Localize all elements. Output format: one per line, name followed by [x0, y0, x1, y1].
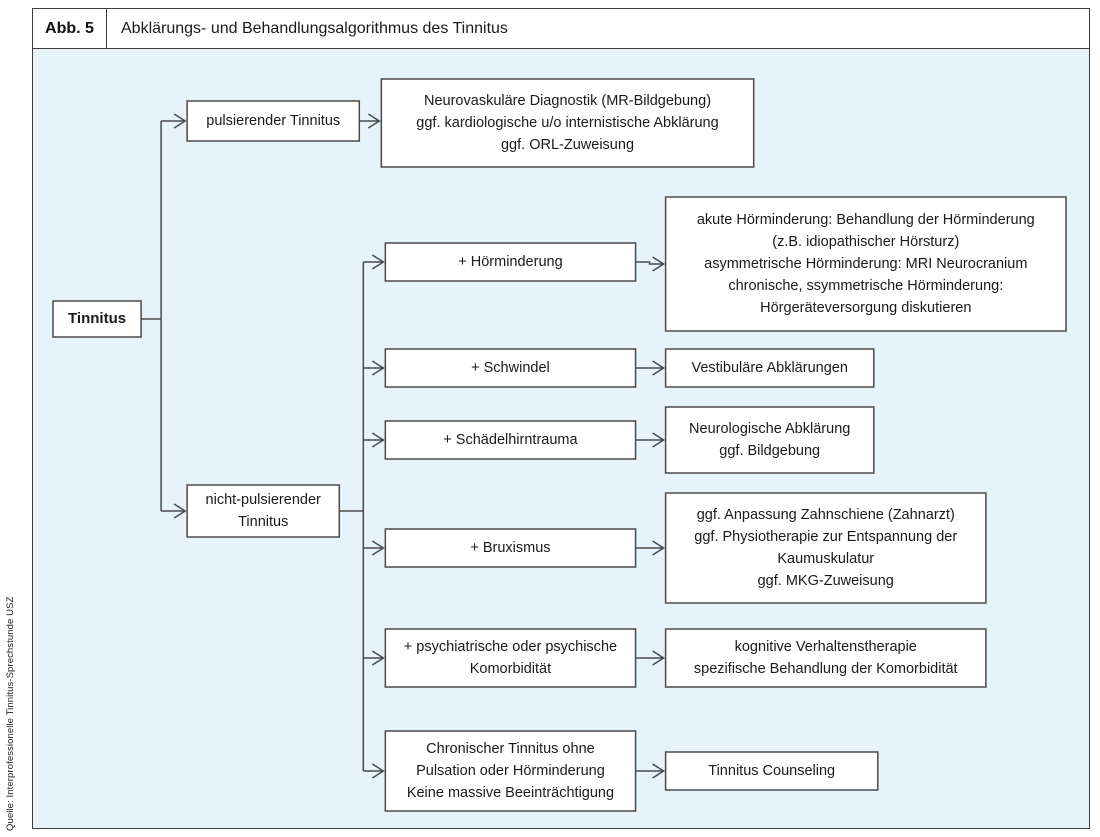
- node-label-psychiatrische-komorbiditaet-condition: Komorbidität: [470, 661, 551, 677]
- node-label-hoerminderung-outcome: Hörgeräteversorgung diskutieren: [760, 300, 971, 316]
- node-box-schaedelhirntrauma-condition: [384, 420, 637, 460]
- node-label-hoerminderung-condition: + Hörminderung: [458, 254, 562, 270]
- node-box-schwindel-outcome: [664, 348, 875, 388]
- node-tinnitus-root: Tinnitus: [52, 300, 142, 338]
- arrow-head-psychiatrische-komorbiditaet-condition: [371, 650, 385, 666]
- node-label-pulsierender-tinnitus: pulsierender Tinnitus: [206, 113, 340, 129]
- node-hoerminderung-outcome: akute Hörminderung: Behandlung der Hörmi…: [664, 196, 1067, 332]
- node-chronischer-tinnitus-outcome: Tinnitus Counseling: [664, 751, 879, 791]
- arrow-head-bruxismus-outcome: [652, 540, 665, 556]
- node-schwindel-condition: + Schwindel: [384, 348, 637, 388]
- node-schaedelhirntrauma-condition: + Schädelhirntrauma: [384, 420, 637, 460]
- node-label-bruxismus-outcome: ggf. MKG-Zuweisung: [758, 573, 894, 589]
- node-psychiatrische-komorbiditaet-outcome: kognitive Verhaltenstherapie spezifische …: [664, 628, 987, 688]
- arrow-head-pulsatile-outcome: [367, 113, 381, 129]
- node-box-psychiatrische-komorbiditaet-condition: [384, 628, 637, 688]
- figure-number: Abb. 5: [33, 9, 107, 48]
- node-label-neurovaskulaere-diagnostik: Neurovaskuläre Diagnostik (MR-Bildgebung…: [424, 93, 711, 109]
- arrow-head-schwindel-condition: [371, 360, 385, 376]
- node-box-schwindel-condition: [384, 348, 637, 388]
- source-credit: Quelle: Interprofessionelle Tinnitus-Spr…: [0, 0, 24, 837]
- node-bruxismus-condition: + Bruxismus: [384, 528, 637, 568]
- node-label-nicht-pulsierender-tinnitus: nicht-pulsierender: [206, 492, 321, 508]
- node-label-bruxismus-outcome: ggf. Anpassung Zahnschiene (Zahnarzt): [697, 507, 955, 523]
- figure-title-bar: Abb. 5 Abklärungs- und Behandlungsalgori…: [33, 9, 1089, 49]
- node-box-bruxismus-condition: [384, 528, 637, 568]
- node-box-psychiatrische-komorbiditaet-outcome: [664, 628, 987, 688]
- figure-frame: Abb. 5 Abklärungs- und Behandlungsalgori…: [32, 8, 1090, 829]
- node-label-chronischer-tinnitus-condition: Keine massive Beeinträchtigung: [407, 785, 614, 801]
- node-box-tinnitus-root: [52, 300, 142, 338]
- node-label-psychiatrische-komorbiditaet-condition: + psychiatrische oder psychische: [404, 639, 617, 655]
- node-box-schaedelhirntrauma-outcome: [664, 406, 875, 474]
- flowchart-svg: Tinnitus pulsierender Tinnitus nicht-pulsi…: [52, 78, 1067, 812]
- node-label-nicht-pulsierender-tinnitus: Tinnitus: [238, 514, 288, 530]
- node-box-neurovaskulaere-diagnostik: [380, 78, 755, 168]
- node-label-psychiatrische-komorbiditaet-outcome: kognitive Verhaltenstherapie: [735, 639, 917, 655]
- node-label-hoerminderung-outcome: akute Hörminderung: Behandlung der Hörmi…: [697, 212, 1035, 228]
- arrow-head-schaedelhirntrauma-condition: [371, 432, 385, 448]
- arrow-head-pulsatile: [173, 113, 187, 129]
- node-label-schaedelhirntrauma-condition: + Schädelhirntrauma: [443, 432, 578, 448]
- node-hoerminderung-condition: + Hörminderung: [384, 242, 637, 282]
- arrow-head-psychiatrische-komorbiditaet-outcome: [652, 650, 665, 666]
- node-schwindel-outcome: Vestibuläre Abklärungen: [664, 348, 875, 388]
- node-label-psychiatrische-komorbiditaet-outcome: spezifische Behandlung der Komorbidität: [694, 661, 958, 677]
- node-label-schaedelhirntrauma-outcome: Neurologische Abklärung: [689, 421, 850, 437]
- figure-canvas: Tinnitus pulsierender Tinnitus nicht-pulsi…: [33, 49, 1089, 828]
- node-psychiatrische-komorbiditaet-condition: + psychiatrische oder psychischeKomorbid…: [384, 628, 637, 688]
- node-box-bruxismus-outcome: [664, 492, 987, 604]
- node-schaedelhirntrauma-outcome: Neurologische Abklärung ggf. Bildgebung: [664, 406, 875, 474]
- node-label-neurovaskulaere-diagnostik: ggf. kardiologische u/o internistische A…: [416, 115, 718, 131]
- node-label-chronischer-tinnitus-outcome: Tinnitus Counseling: [708, 763, 835, 779]
- node-box-chronischer-tinnitus-outcome: [664, 751, 879, 791]
- node-label-bruxismus-condition: + Bruxismus: [470, 540, 550, 556]
- node-bruxismus-outcome: ggf. Anpassung Zahnschiene (Zahnarzt) ggf…: [664, 492, 987, 604]
- node-label-hoerminderung-outcome: (z.B. idiopathischer Hörsturz): [772, 234, 959, 250]
- node-label-hoerminderung-outcome: chronische, ssymmetrische Hörminderung:: [728, 278, 1003, 294]
- arrow-head-nonpulsatile: [173, 503, 187, 519]
- node-label-chronischer-tinnitus-condition: Pulsation oder Hörminderung: [416, 763, 605, 779]
- edge-hoerminderung-to-outcome: [635, 261, 664, 265]
- node-box-chronischer-tinnitus-condition: [384, 730, 637, 812]
- node-label-schwindel-condition: + Schwindel: [471, 360, 550, 376]
- node-box-hoerminderung-condition: [384, 242, 637, 282]
- node-label-bruxismus-outcome: Kaumuskulatur: [777, 551, 874, 567]
- node-pulsierender-tinnitus: pulsierender Tinnitus: [186, 100, 361, 142]
- arrow-head-chronischer-tinnitus-condition: [371, 763, 385, 779]
- arrow-head-hoerminderung-outcome: [652, 256, 665, 272]
- source-credit-text: Quelle: Interprofessionelle Tinnitus-Spr…: [5, 596, 16, 831]
- node-label-hoerminderung-outcome: asymmetrische Hörminderung: MRI Neurocra…: [704, 256, 1027, 272]
- arrow-head-schwindel-outcome: [652, 360, 665, 376]
- node-neurovaskulaere-diagnostik: Neurovaskuläre Diagnostik (MR-Bildgebung…: [380, 78, 755, 168]
- node-box-pulsierender-tinnitus: [186, 100, 361, 142]
- node-label-tinnitus-root: Tinnitus: [68, 310, 126, 327]
- figure-title: Abklärungs- und Behandlungsalgorithmus d…: [121, 19, 508, 37]
- node-label-schaedelhirntrauma-outcome: ggf. Bildgebung: [719, 443, 820, 459]
- node-box-nicht-pulsierender-tinnitus: [186, 484, 341, 538]
- node-label-bruxismus-outcome: ggf. Physiotherapie zur Entspannung der: [694, 529, 957, 545]
- arrow-head-schaedelhirntrauma-outcome: [652, 432, 665, 448]
- node-label-chronischer-tinnitus-condition: Chronischer Tinnitus ohne: [426, 741, 595, 757]
- arrow-head-chronischer-tinnitus-outcome: [652, 763, 665, 779]
- node-label-neurovaskulaere-diagnostik: ggf. ORL-Zuweisung: [501, 137, 634, 153]
- node-label-schwindel-outcome: Vestibuläre Abklärungen: [691, 360, 847, 376]
- node-box-hoerminderung-outcome: [664, 196, 1067, 332]
- flowchart-nodes: Tinnitus pulsierender Tinnitus nicht-pulsi…: [52, 78, 1067, 812]
- arrow-head-hoerminderung-condition: [371, 254, 385, 270]
- flowchart-edges: [141, 113, 665, 779]
- arrow-head-bruxismus-condition: [371, 540, 385, 556]
